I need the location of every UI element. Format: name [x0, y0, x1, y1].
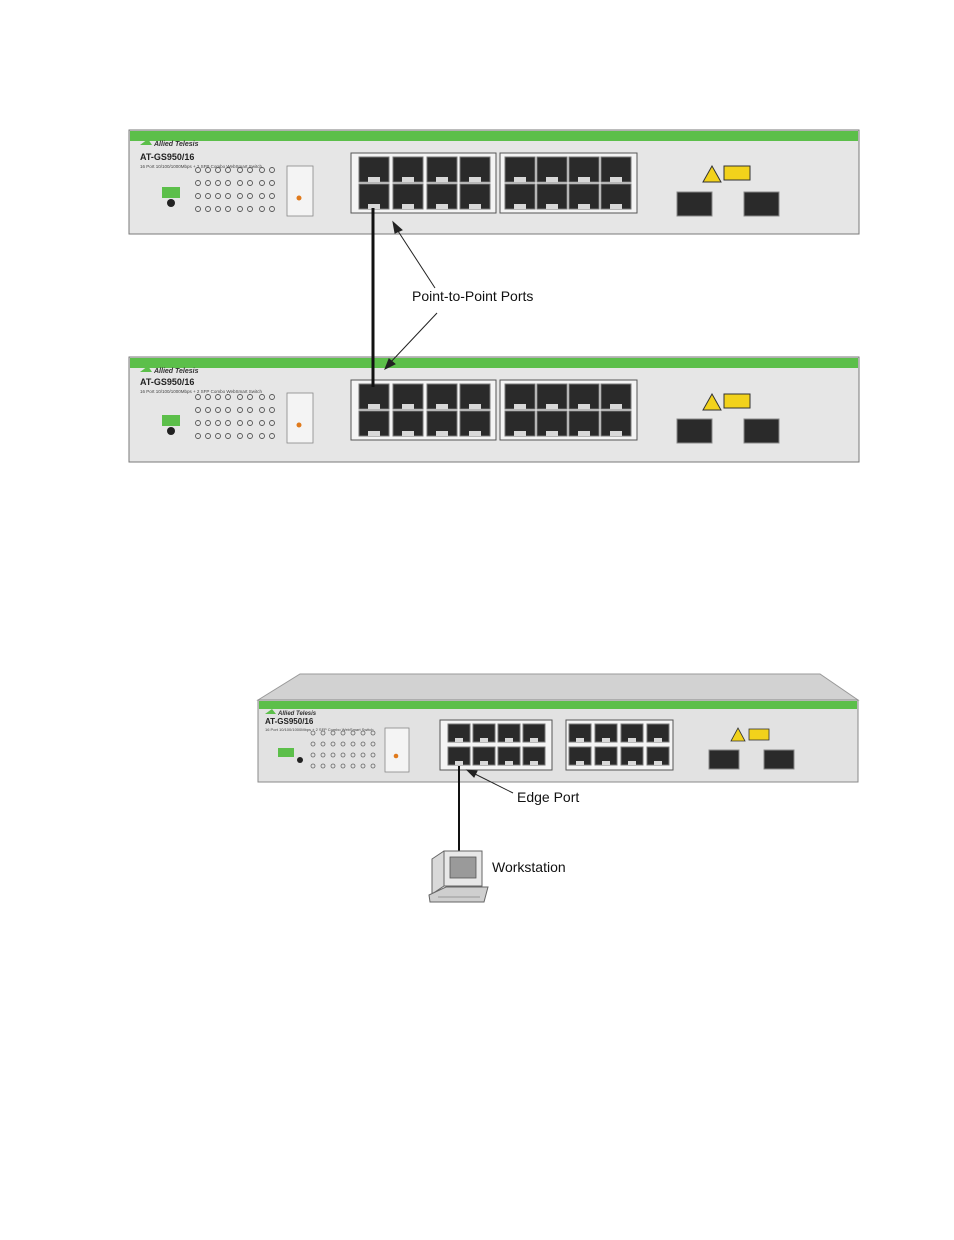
sfp-status-block: [385, 728, 409, 772]
vip-badge-icon: [162, 187, 180, 198]
switch-edge-description: 16 Port 10/100/1000Mbps + 2 SFP Combo We…: [265, 727, 373, 732]
switch-edge-model: AT-GS950/16: [265, 717, 314, 726]
port-10-icon: [505, 184, 535, 209]
port-11-icon: [595, 724, 617, 742]
workstation-label: Workstation: [492, 859, 566, 875]
port-15-icon: [601, 384, 631, 409]
port-4-icon: [393, 184, 423, 209]
port-15-icon: [601, 157, 631, 182]
port-8-icon: [523, 747, 545, 765]
point-to-point-label: Point-to-Point Ports: [412, 288, 533, 304]
port-7-icon: [460, 384, 490, 409]
port-11-icon: [537, 384, 567, 409]
edge-port-label: Edge Port: [517, 789, 579, 805]
power-led-icon: [297, 757, 303, 763]
port-5-icon: [498, 724, 520, 742]
workstation-icon: [429, 851, 488, 902]
sfp-port-15-icon: [709, 750, 739, 769]
switch-top-model: AT-GS950/16: [140, 152, 194, 162]
rj45-port-block-2: [500, 380, 637, 440]
switch-top: Allied Telesis AT-GS950/16 16 Port 10/10…: [129, 130, 859, 234]
rj45-port-block-1: [351, 153, 496, 213]
sfp-status-block: [287, 166, 313, 216]
sfp-port-16-icon: [764, 750, 794, 769]
port-9-icon: [505, 384, 535, 409]
port-6-icon: [498, 747, 520, 765]
port-16-icon: [647, 747, 669, 765]
switch-top-brand: Allied Telesis: [153, 141, 199, 148]
port-8-icon: [460, 184, 490, 209]
port-16-icon: [601, 411, 631, 436]
port-6-icon: [427, 411, 457, 436]
port-8-icon: [460, 411, 490, 436]
port-2-icon: [359, 411, 389, 436]
port-14-icon: [621, 747, 643, 765]
switch-bottom-description: 16 Port 10/100/1000Mbps + 2 SFP Combo We…: [140, 389, 263, 394]
rj45-port-block-1: [351, 380, 496, 440]
port-4-icon: [473, 747, 495, 765]
switch-top-description: 16 Port 10/100/1000Mbps + 2 SFP Combo We…: [140, 164, 263, 169]
vip-badge-icon: [278, 748, 294, 757]
sfp-port-16-icon: [744, 192, 779, 216]
switch-bottom: Allied Telesis AT-GS950/16 16 Port 10/10…: [129, 357, 859, 462]
power-led-icon: [167, 427, 175, 435]
port-10-icon: [569, 747, 591, 765]
rj45-port-block-2: [500, 153, 637, 213]
port-14-icon: [569, 184, 599, 209]
port-10-icon: [505, 411, 535, 436]
amber-led-icon: [394, 754, 399, 759]
port-7-icon: [523, 724, 545, 742]
port-15-icon: [647, 724, 669, 742]
rj45-port-block-2: [566, 720, 673, 770]
switch-bottom-brand: Allied Telesis: [153, 368, 199, 375]
port-12-icon: [537, 184, 567, 209]
port-9-icon: [505, 157, 535, 182]
port-1-icon: [448, 724, 470, 742]
rj45-port-block-1: [440, 720, 552, 770]
port-13-icon: [621, 724, 643, 742]
port-5-icon: [427, 384, 457, 409]
switch-edge: Allied Telesis AT-GS950/16 16 Port 10/10…: [258, 674, 858, 782]
port-2-icon: [359, 184, 389, 209]
port-3-icon: [473, 724, 495, 742]
switch-bottom-model: AT-GS950/16: [140, 377, 194, 387]
laser-warning-icon: [731, 728, 769, 741]
port-13-icon: [569, 157, 599, 182]
amber-led-icon: [297, 196, 302, 201]
port-1-icon: [359, 157, 389, 182]
port-13-icon: [569, 384, 599, 409]
vip-badge-icon: [162, 415, 180, 426]
port-16-icon: [601, 184, 631, 209]
port-1-icon: [359, 384, 389, 409]
sfp-port-16-icon: [744, 419, 779, 443]
switch-top-surface: [258, 674, 858, 700]
power-led-icon: [167, 199, 175, 207]
sfp-port-15-icon: [677, 192, 712, 216]
port-2-icon: [448, 747, 470, 765]
port-12-icon: [595, 747, 617, 765]
port-11-icon: [537, 157, 567, 182]
port-5-icon: [427, 157, 457, 182]
port-4-icon: [393, 411, 423, 436]
port-14-icon: [569, 411, 599, 436]
port-6-icon: [427, 184, 457, 209]
sfp-status-block: [287, 393, 313, 443]
amber-led-icon: [297, 423, 302, 428]
port-12-icon: [537, 411, 567, 436]
sfp-port-15-icon: [677, 419, 712, 443]
port-3-icon: [393, 157, 423, 182]
port-7-icon: [460, 157, 490, 182]
port-3-icon: [393, 384, 423, 409]
port-9-icon: [569, 724, 591, 742]
